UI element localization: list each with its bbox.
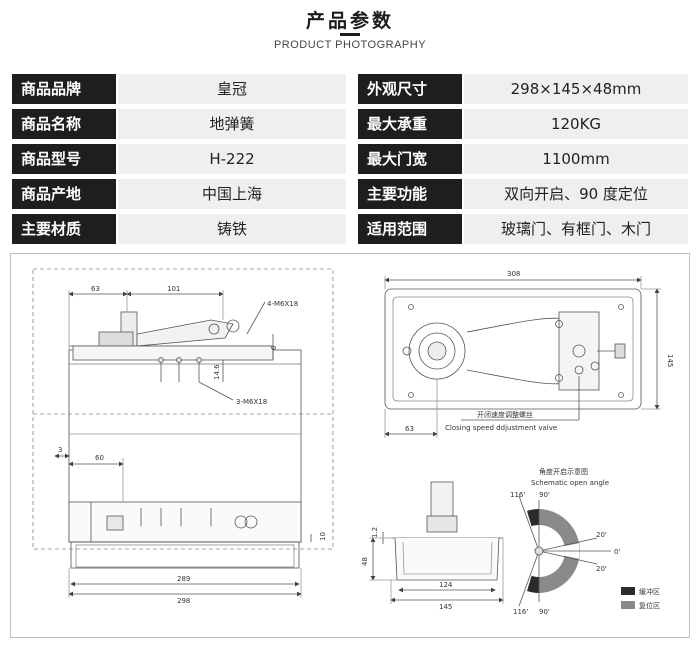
valve-label-en: Closing speed ddjustment valve: [445, 424, 557, 432]
spec-label: 最大承重: [358, 109, 462, 139]
spec-label: 外观尺寸: [358, 74, 462, 104]
dim-label: 289: [177, 575, 190, 583]
spec-value: 298×145×48mm: [464, 74, 688, 104]
spec-value: 玻璃门、有框门、木门: [464, 214, 688, 244]
angle-label: 90': [539, 608, 550, 616]
dim-label: 14.6: [213, 364, 221, 380]
spec-row: 主要材质 铸铁 适用范围 玻璃门、有框门、木门: [12, 214, 688, 244]
spec-label: 主要功能: [358, 179, 462, 209]
dim-label: 48: [361, 557, 369, 566]
screw-label: 3-M6X18: [236, 398, 267, 406]
spec-row: 商品产地 中国上海 主要功能 双向开启、90 度定位: [12, 179, 688, 209]
page-title: 产品参数: [305, 10, 394, 32]
dim-label: 308: [507, 270, 520, 278]
dim-label: 101: [167, 285, 180, 293]
dim-label: 298: [177, 597, 190, 605]
angle-label: 90': [539, 491, 550, 499]
spec-row: 商品名称 地弹簧 最大承重 120KG: [12, 109, 688, 139]
spec-value: 中国上海: [118, 179, 346, 209]
spec-label: 商品名称: [12, 109, 116, 139]
spec-label: 最大门宽: [358, 144, 462, 174]
angle-diagram: 角度开启示意图 Schematic open angle 116' 90' 20…: [510, 467, 660, 616]
spec-label: 商品产地: [12, 179, 116, 209]
spec-value: 地弹簧: [118, 109, 346, 139]
spec-value: H-222: [118, 144, 346, 174]
technical-drawing: 63 101 4-M6X18 6 14.6 3-M6X18 3 60 10 28…: [32, 268, 674, 616]
angle-label: 116': [510, 491, 525, 499]
dim-label: 3: [58, 446, 62, 454]
angle-label: 116': [513, 608, 528, 616]
legend-label: 复位区: [639, 601, 660, 610]
valve-label-cn: 开闭速度调整螺丝: [477, 410, 533, 419]
angle-label: 0': [614, 548, 620, 556]
spec-value: 双向开启、90 度定位: [464, 179, 688, 209]
side-view-labels: 63 101 4-M6X18 6 14.6 3-M6X18 3 60 10 28…: [58, 285, 327, 605]
spec-label: 主要材质: [12, 214, 116, 244]
dim-label: 1.2: [371, 527, 379, 538]
angle-title-en: Schematic open angle: [531, 479, 609, 487]
dim-label: 10: [319, 532, 327, 541]
dim-label: 63: [91, 285, 100, 293]
angle-label: 20': [596, 565, 607, 573]
dim-label: 124: [439, 581, 453, 589]
title-underline: [340, 33, 360, 36]
technical-drawing-panel: 63 101 4-M6X18 6 14.6 3-M6X18 3 60 10 28…: [10, 253, 690, 638]
dim-label: 6: [270, 345, 278, 350]
top-view: [384, 276, 661, 438]
spec-value: 1100mm: [464, 144, 688, 174]
angle-label: 20': [596, 531, 607, 539]
spec-row: 商品型号 H-222 最大门宽 1100mm: [12, 144, 688, 174]
dim-label: 145: [666, 354, 674, 367]
side-view: [32, 268, 334, 598]
dim-label: 63: [405, 425, 414, 433]
end-view: [369, 481, 504, 604]
screw-label: 4-M6X18: [267, 300, 298, 308]
spec-label: 适用范围: [358, 214, 462, 244]
spec-label: 商品型号: [12, 144, 116, 174]
spec-value: 120KG: [464, 109, 688, 139]
dim-label: 60: [95, 454, 104, 462]
angle-title-cn: 角度开启示意图: [539, 467, 588, 476]
spec-value: 铸铁: [118, 214, 346, 244]
top-view-labels: 308 145 63 开闭速度调整螺丝 Closing speed ddjust…: [405, 270, 674, 433]
dim-label: 145: [439, 603, 452, 611]
spec-label: 商品品牌: [12, 74, 116, 104]
legend-swatch-buffer: [621, 587, 635, 595]
page-header: 产品参数 PRODUCT PHOTOGRAPHY: [0, 0, 700, 62]
legend-label: 缓冲区: [639, 587, 660, 596]
spec-value: 皇冠: [118, 74, 346, 104]
legend-swatch-reset: [621, 601, 635, 609]
end-view-labels: 1.2 48 124 145: [361, 527, 453, 611]
page-subtitle: PRODUCT PHOTOGRAPHY: [273, 39, 427, 51]
spec-row: 商品品牌 皇冠 外观尺寸 298×145×48mm: [12, 74, 688, 104]
